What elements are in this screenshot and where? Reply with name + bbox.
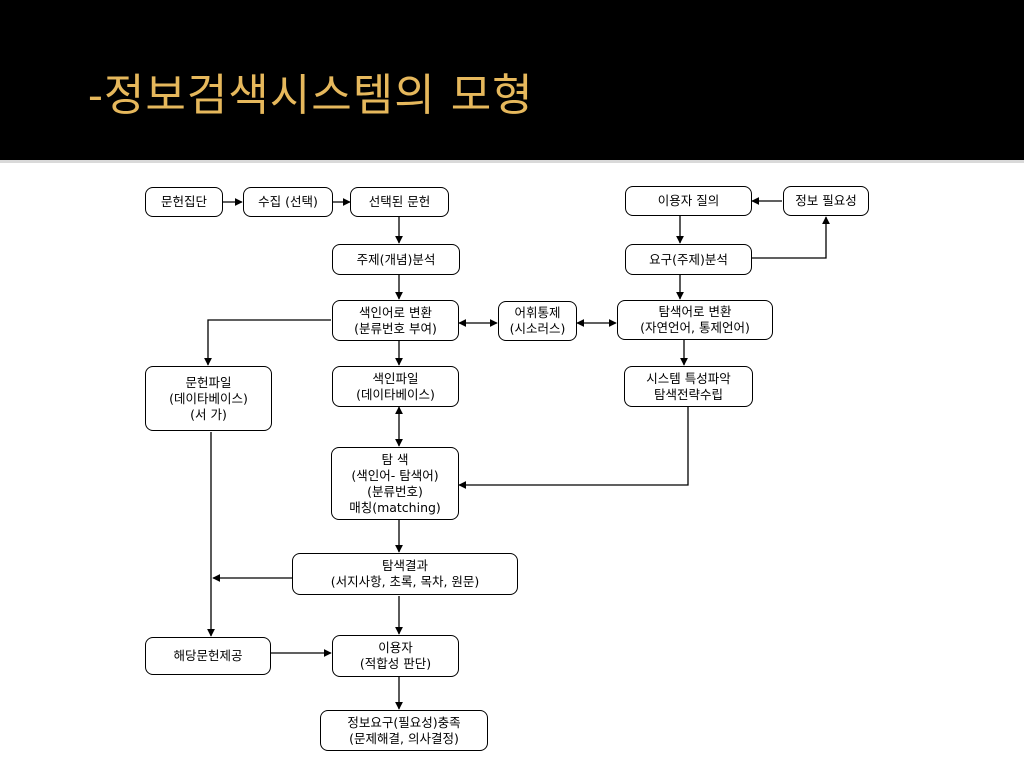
arrow-strategy-to-search	[458, 407, 689, 489]
node-provide-docs: 해당문헌제공	[145, 637, 271, 675]
node-vocabulary-control: 어휘통제 (시소러스)	[498, 301, 577, 341]
node-index-file: 색인파일 (데이타베이스)	[332, 366, 459, 407]
node-search: 탐 색 (색인어- 탐색어) (분류번호) 매칭(matching)	[331, 447, 459, 520]
arrow-request-to-need	[752, 216, 830, 259]
arrow-index-to-docfile	[204, 319, 331, 366]
node-user-query: 이용자 질의	[625, 186, 752, 216]
node-selected-docs: 선택된 문헌	[350, 187, 449, 217]
node-collection: 수집 (선택)	[243, 187, 333, 217]
node-user: 이용자 (적합성 판단)	[332, 635, 459, 677]
title-bar	[0, 0, 1024, 160]
node-search-term-conversion: 탐색어로 변환 (자연언어, 통제언어)	[617, 300, 773, 340]
node-subject-analysis: 주제(개념)분석	[332, 244, 460, 275]
node-documents: 문헌집단	[145, 187, 223, 217]
node-system-strategy: 시스템 특성파악 탐색전략수립	[624, 366, 753, 407]
node-info-satisfaction: 정보요구(필요성)충족 (문제해결, 의사결정)	[320, 710, 488, 751]
title-divider	[0, 160, 1024, 163]
node-info-need: 정보 필요성	[783, 186, 869, 216]
node-doc-file: 문헌파일 (데이타베이스) (서 가)	[145, 366, 272, 431]
node-index-conversion: 색인어로 변환 (분류번호 부여)	[332, 300, 459, 341]
slide-title: -정보검색시스템의 모형	[88, 70, 534, 121]
node-request-analysis: 요구(주제)분석	[625, 244, 752, 275]
node-search-results: 탐색결과 (서지사항, 초록, 목차, 원문)	[292, 553, 518, 595]
